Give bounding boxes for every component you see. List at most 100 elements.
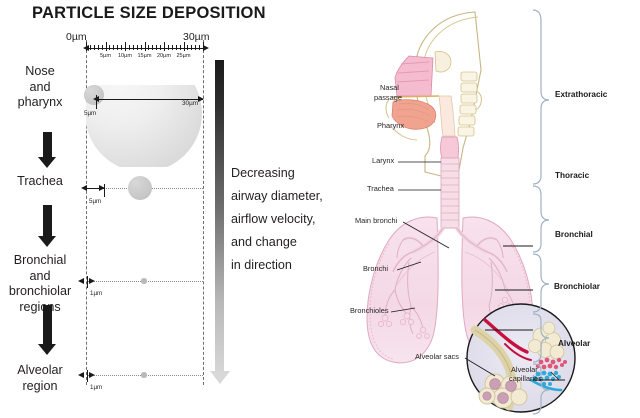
page-title: PARTICLE SIZE DEPOSITION [32,4,266,22]
bracket-alveolar [532,363,550,415]
tongue-line-2 [396,108,431,117]
bracket-connectors [485,245,565,381]
ruler-tick-15um [144,42,146,51]
measure-label-1um-bronchial: 1µm [90,290,103,297]
measure-end-alveolar [87,370,88,382]
ruler-tick-22um [171,45,173,50]
ruler-tick-30um [203,42,204,51]
bracket-label-bronchiolar: Bronchiolar [554,282,600,291]
leader-bronchioles [390,307,416,313]
ruler-tick-6um [109,45,111,50]
larynx-group [440,136,460,159]
ruler-tick-29um [199,45,201,50]
ruler-end-label: 30µm [183,31,210,43]
anat-label-main-bronchi: Main bronchi [355,216,398,225]
tongue [391,99,437,130]
right-pleura [369,243,394,360]
alveolar-sac-cluster-lower [478,373,528,409]
leader-main-bronchi [402,221,450,249]
turbinate-2 [397,70,430,74]
bracket-label-extrathoracic: Extrathoracic [555,90,608,99]
ruler-tick-4um [101,45,103,50]
bracket-label-thoracic: Thoracic [555,171,590,180]
ruler-tick-11um [128,45,130,50]
measure-arrow-left-alveolar [78,371,84,378]
particle-30um [86,85,202,167]
airway-gradient-bar [215,60,224,372]
larynx-shape [440,136,460,159]
ruler-tick-12um [132,45,134,50]
particle-1um-alveolar [141,372,147,378]
ruler-tick-2um [93,45,95,50]
trachea-group [440,157,460,229]
right-main-bronchus-outline [412,227,444,253]
ruler-tick-25um [183,42,185,51]
ruler-tick-28um [195,45,197,50]
anat-label-nasal-passage-1: Nasal [380,83,399,92]
measure-label-5um-trachea: 5µm [89,198,102,205]
bracket-bronchiolar [532,313,550,363]
vertical-guide-30um [203,40,204,385]
bracket-label-alveolar: Alveolar [558,339,591,348]
tongue-line-1 [398,102,430,111]
measure-arrow-right-alveolar [89,371,95,378]
region-label-trachea: Trachea [17,174,63,188]
ruler-tick-17um [152,45,154,50]
ruler-tick-3um [97,45,99,50]
measure-arrow-left-bronchial [78,277,84,284]
ruler-tick-20um [164,42,165,51]
chin [390,125,418,141]
ruler-tick-21um [167,45,169,50]
trachea-tube [440,157,460,229]
left-main-bronchus-outline [456,227,488,253]
ruler-tick-16um [148,45,150,50]
ruler-tick-24um [179,45,181,50]
measure-arrow-right-bronchial [89,277,95,284]
region-brackets [532,9,550,415]
ruler-tick-1um [89,45,91,50]
ruler-tick-5um [105,42,107,51]
measure-arrow-left-trachea [81,184,87,191]
measure-label-5um-nose: 5µm [84,110,97,117]
anat-label-bronchioles: Bronchioles [350,306,389,315]
leader-alveolar-capillaries [550,371,560,381]
ruler-arrow-right [203,44,209,51]
ruler-tick-10um [125,42,126,51]
ruler-tick-27um [191,45,193,50]
measure-end-bronchial [87,276,88,288]
pulmonary-artery [483,318,529,354]
leader-bronchi [396,261,422,271]
anat-label-bronchi: Bronchi [363,264,389,273]
ruler-tick-23um [175,45,177,50]
anat-label-alveolar-capillaries-2: capillaries [509,374,542,383]
tongue-line-3 [395,115,430,123]
ruler-tick-label-10um: 10µm [117,53,133,59]
leader-lines [390,161,560,381]
measure-end-trachea [104,184,105,197]
ruler-tick-label-25um: 25µm [176,53,191,59]
particle-1um-bronchial [141,278,147,284]
pharynx-airway [438,95,456,137]
bracket-label-bronchial: Bronchial [555,230,593,239]
ruler-tick-19um [160,45,162,50]
anat-label-trachea: Trachea [367,184,394,193]
ruler-tick-label-20um: 20µm [156,53,172,59]
right-lung [366,216,439,364]
ruler-tick-14um [140,45,142,50]
ruler-tick-26um [187,45,189,50]
ruler-tick-18um [156,45,158,50]
measure-arrow-right-trachea [99,184,105,191]
tracheal-rings [441,163,459,221]
anat-label-nasal-passage-2: passage [374,93,402,102]
ruler-tick-label-5um: 5µm [100,53,111,59]
anat-label-larynx: Larynx [372,156,395,165]
turbinate-3 [396,79,430,83]
measure-line-trachea [85,188,104,189]
ruler-tick-label-15um: 15µm [137,53,152,59]
particle-5um-trachea [128,176,152,200]
